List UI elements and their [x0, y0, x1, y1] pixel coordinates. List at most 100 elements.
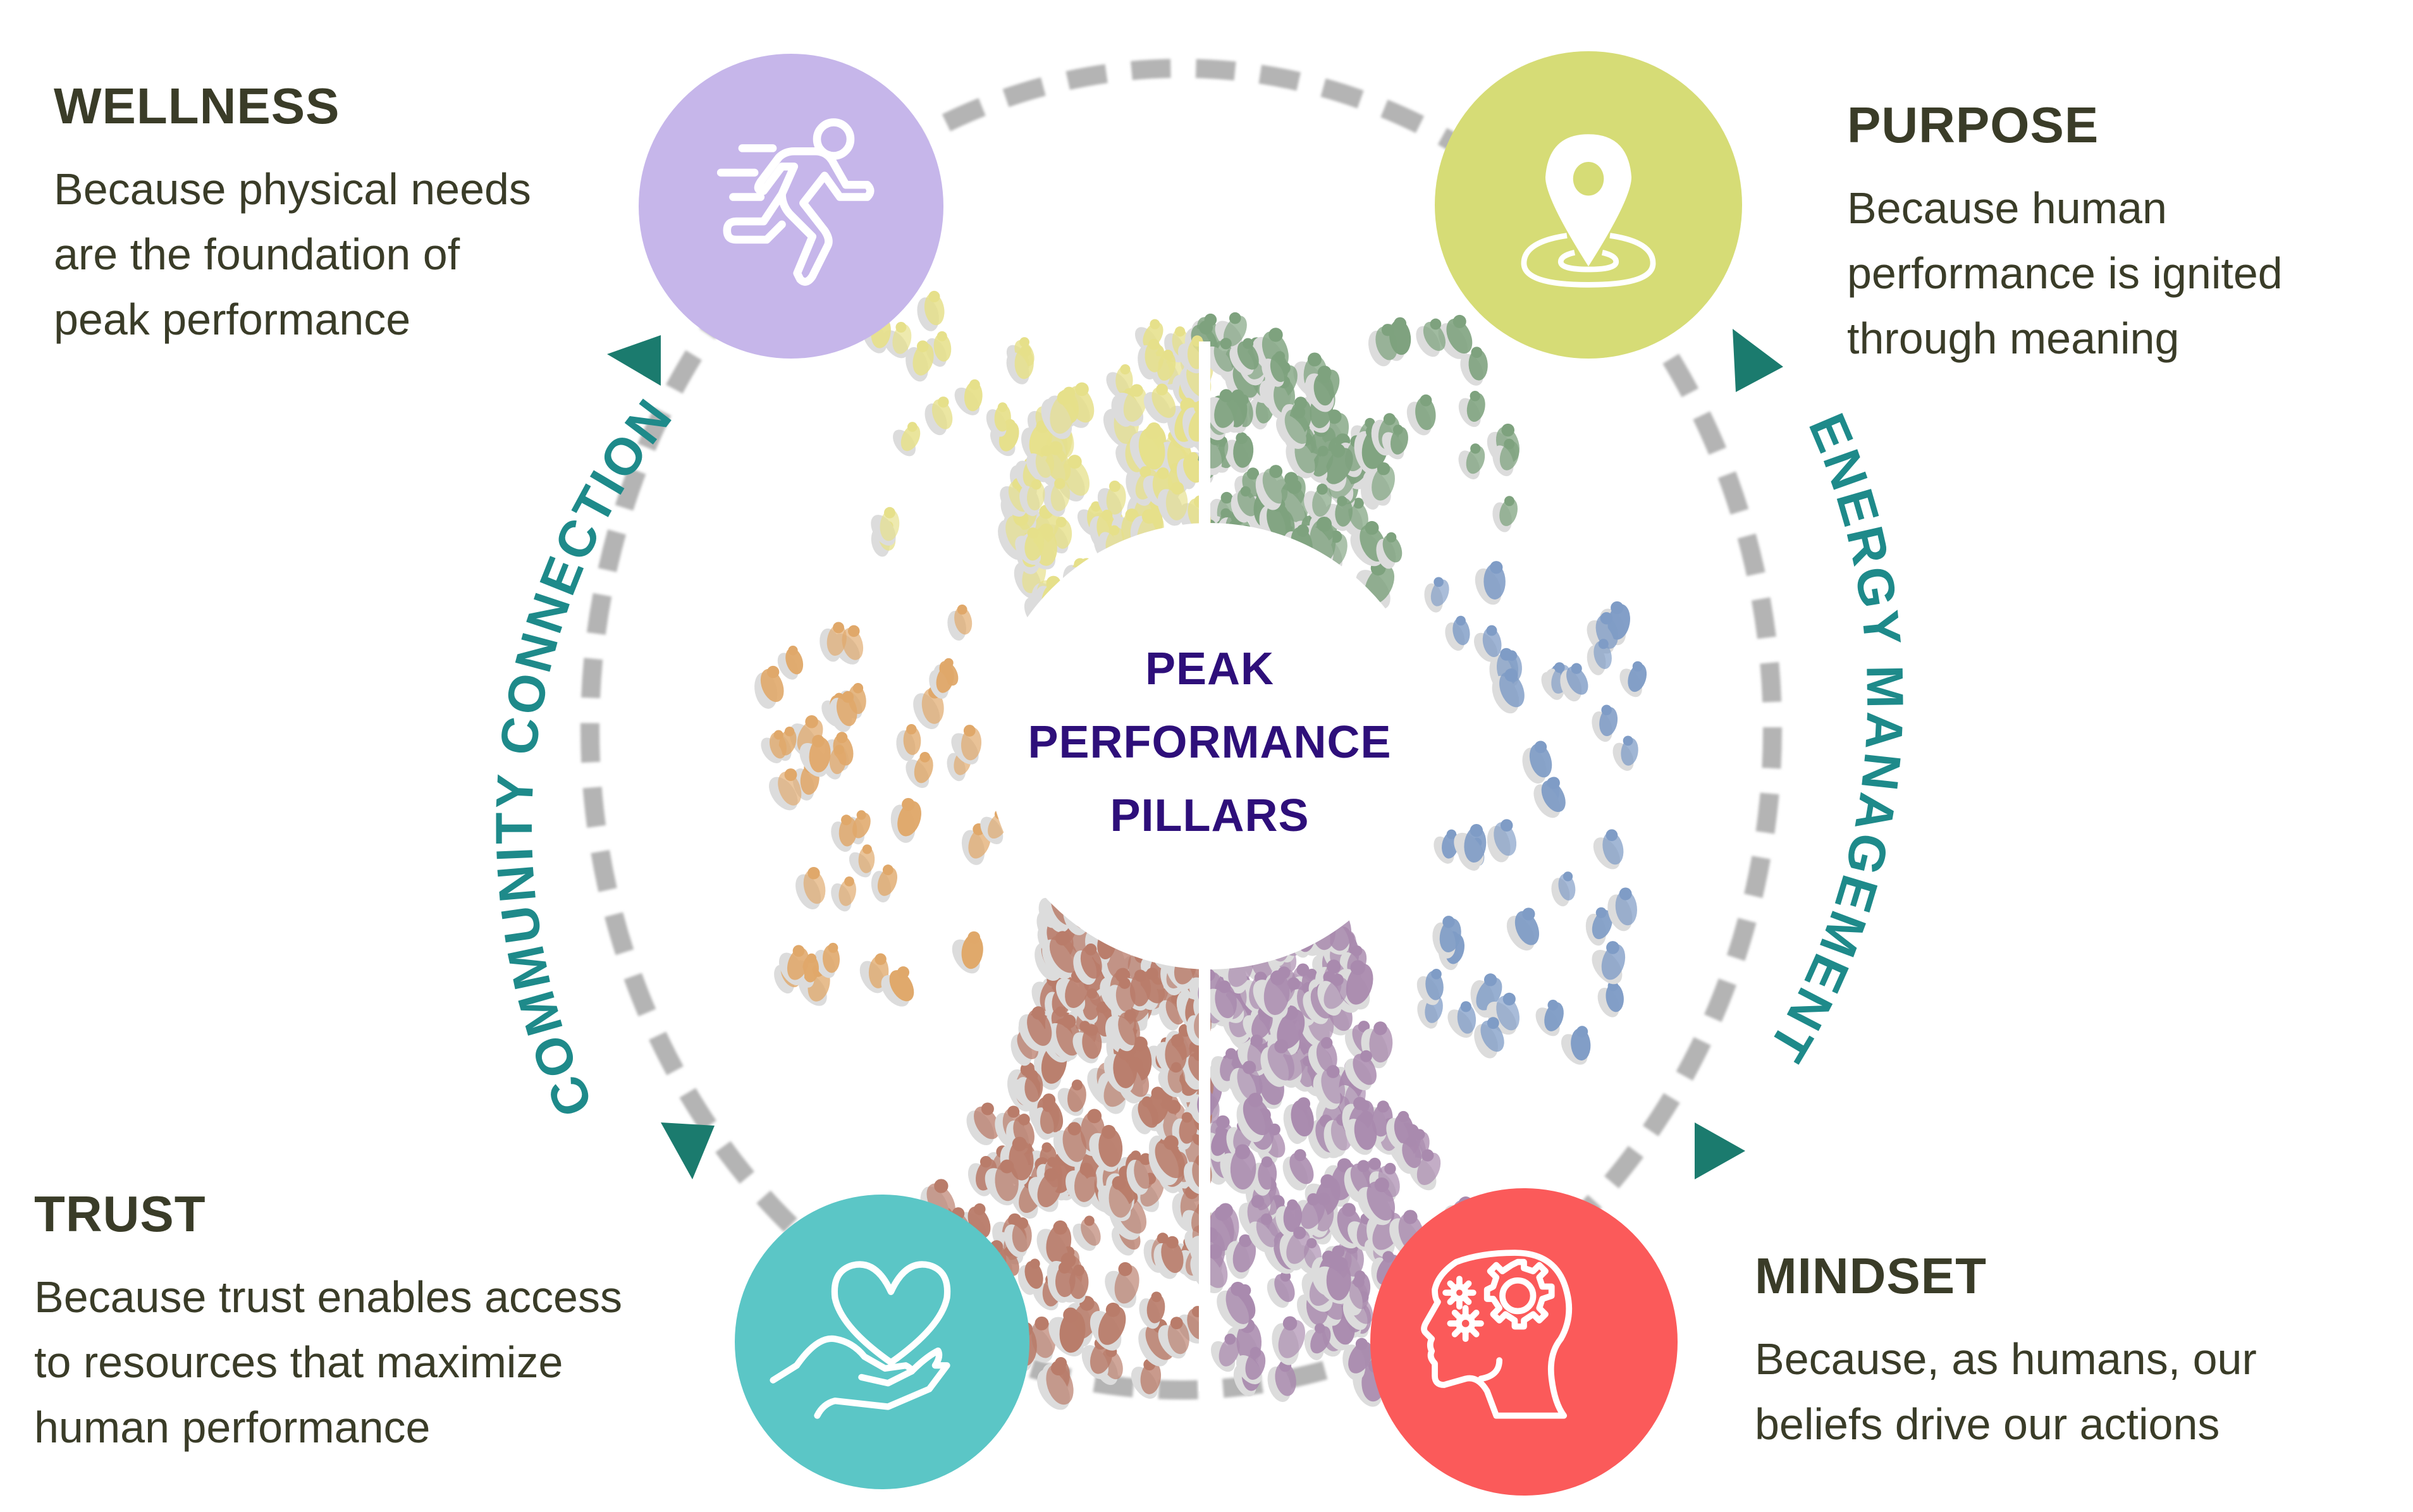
- person-figure: [803, 870, 826, 904]
- person-figure: [836, 693, 857, 727]
- person-head: [836, 732, 848, 744]
- person-head: [1619, 887, 1632, 900]
- person-head: [1145, 424, 1160, 440]
- person-figure: [785, 648, 804, 675]
- person-figure: [1134, 1155, 1155, 1189]
- person-figure: [1323, 977, 1349, 1009]
- person-head: [1067, 1122, 1081, 1136]
- person-figure: [1541, 780, 1566, 813]
- person-head: [1317, 445, 1329, 457]
- person-head: [1355, 1337, 1368, 1351]
- person-head: [1250, 1034, 1263, 1047]
- person-head: [1357, 1160, 1370, 1172]
- person-head: [1563, 871, 1573, 882]
- person-head: [1027, 1069, 1038, 1081]
- person-head: [1360, 1050, 1372, 1062]
- person-head: [1320, 1174, 1335, 1188]
- person-head: [1141, 1096, 1153, 1107]
- trust-description: TRUST Because trust enables access to re…: [34, 1189, 622, 1460]
- wellness-circle: [639, 54, 943, 359]
- person-figure: [1123, 387, 1147, 422]
- person-head: [1317, 516, 1332, 532]
- person-figure: [1312, 486, 1332, 517]
- person-figure: [1055, 1264, 1076, 1298]
- person-head: [1134, 969, 1147, 982]
- person-head: [1124, 1009, 1136, 1022]
- person-head: [833, 622, 844, 634]
- person-head: [1483, 973, 1497, 986]
- body-line: Because physical needs: [54, 164, 531, 214]
- person-head: [969, 379, 980, 390]
- person-figure: [1098, 1128, 1123, 1167]
- person-head: [1219, 389, 1233, 403]
- person-head: [1606, 941, 1619, 954]
- person-head: [1220, 491, 1233, 504]
- person-figure: [1214, 392, 1239, 428]
- person-head: [1062, 1014, 1076, 1029]
- person-head: [1054, 477, 1065, 489]
- person-figure: [1213, 340, 1236, 372]
- person-figure: [1348, 1341, 1373, 1374]
- person-figure: [924, 293, 945, 326]
- person-head: [1018, 1114, 1030, 1126]
- person-head: [842, 691, 854, 703]
- person-head: [1383, 413, 1396, 426]
- person-figure: [1140, 1361, 1162, 1394]
- person-head: [1318, 371, 1330, 383]
- location-pin-icon: [1521, 134, 1656, 288]
- person-head: [1215, 1126, 1226, 1136]
- person-head: [1170, 1317, 1183, 1329]
- person-head: [1086, 1024, 1098, 1036]
- person-head: [1220, 508, 1231, 519]
- person-figure: [1062, 1124, 1087, 1162]
- person-head: [1504, 496, 1514, 507]
- person-head: [1105, 1302, 1121, 1317]
- person-head: [1188, 452, 1199, 463]
- person-head: [1601, 704, 1612, 716]
- person-head: [919, 751, 931, 763]
- person-head: [1141, 508, 1157, 524]
- person-head: [1170, 1062, 1182, 1073]
- person-figure: [1391, 427, 1408, 455]
- person-head: [807, 866, 820, 880]
- person-figure: [1012, 1219, 1032, 1252]
- person-figure: [1544, 1002, 1564, 1031]
- person-head: [884, 507, 895, 519]
- person-figure: [1024, 1261, 1043, 1289]
- person-figure: [1155, 1140, 1186, 1179]
- person-head: [1146, 968, 1158, 980]
- dashed-ring: [580, 59, 1782, 1399]
- person-head: [856, 810, 866, 820]
- person-head: [897, 966, 910, 979]
- person-head: [1000, 1159, 1014, 1174]
- person-figure: [1482, 627, 1502, 658]
- person-figure: [1466, 446, 1485, 474]
- person-head: [812, 734, 825, 747]
- person-figure: [1267, 1043, 1294, 1081]
- person-head: [1456, 615, 1466, 626]
- person-head: [1251, 1195, 1265, 1208]
- center-title-line: PEAK: [1145, 644, 1275, 694]
- person-head: [1297, 1097, 1311, 1110]
- person-head: [1600, 612, 1613, 625]
- person-figure: [936, 665, 954, 693]
- person-head: [1534, 741, 1547, 754]
- person-head: [963, 725, 976, 737]
- person-head: [1087, 1109, 1102, 1124]
- person-head: [1333, 1257, 1348, 1272]
- person-figure: [1423, 321, 1446, 351]
- person-head: [828, 942, 838, 953]
- person-head: [773, 730, 783, 740]
- person-head: [1368, 1157, 1381, 1171]
- person-head: [1019, 337, 1029, 347]
- person-head: [1170, 1034, 1184, 1047]
- person-figure: [1067, 1081, 1086, 1112]
- person-head: [973, 1203, 986, 1215]
- person-figure: [1083, 990, 1101, 1020]
- person-figure: [809, 737, 831, 773]
- person-figure: [1263, 973, 1290, 1016]
- person-figure: [1050, 480, 1071, 512]
- body-line: Because, as humans, our: [1755, 1334, 2257, 1384]
- person-head: [1470, 443, 1481, 454]
- person-head: [1342, 1203, 1356, 1217]
